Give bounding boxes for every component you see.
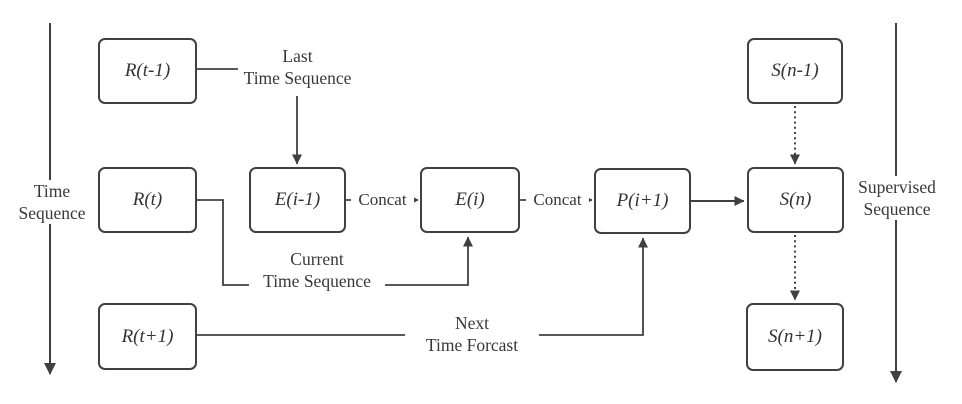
next-label-line1: Next bbox=[454, 313, 490, 333]
node-s-prev-label: S(n-1) bbox=[771, 60, 819, 81]
next-time-forecast-label: Next Time Forcast bbox=[405, 312, 539, 356]
concat-label-right: Concat bbox=[526, 189, 589, 210]
last-label-line2: Time Sequence bbox=[243, 68, 352, 88]
node-p-next-label: P(i+1) bbox=[616, 190, 669, 211]
time-axis-label-line2: Sequence bbox=[18, 203, 86, 223]
node-s-next-label: S(n+1) bbox=[768, 326, 822, 347]
rnext-to-pnext-arrow bbox=[197, 237, 648, 336]
node-r-next: R(t+1) bbox=[98, 303, 197, 370]
time-axis-label: Time Sequence bbox=[6, 180, 98, 224]
node-r-curr-label: R(t) bbox=[132, 189, 163, 210]
node-p-next: P(i+1) bbox=[594, 168, 691, 234]
node-r-next-label: R(t+1) bbox=[121, 325, 174, 347]
current-label-line1: Current bbox=[290, 249, 344, 269]
node-s-next: S(n+1) bbox=[746, 303, 844, 371]
node-e-curr-label: E(i) bbox=[455, 189, 485, 210]
node-r-prev: R(t-1) bbox=[98, 38, 197, 104]
rcurr-to-ecurr-arrow bbox=[197, 199, 473, 286]
current-time-sequence-label: Current Time Sequence bbox=[249, 248, 385, 292]
node-s-curr-label: S(n) bbox=[779, 189, 812, 210]
supervised-axis-label-line1: Supervised bbox=[858, 177, 936, 197]
node-e-curr: E(i) bbox=[420, 167, 520, 233]
node-r-prev-label: R(t-1) bbox=[124, 60, 171, 81]
supervised-axis-label: Supervised Sequence bbox=[845, 176, 949, 220]
current-label-line2: Time Sequence bbox=[263, 271, 371, 291]
time-axis-label-line1: Time bbox=[33, 181, 71, 201]
concat-label-left: Concat bbox=[351, 189, 414, 210]
last-label-line1: Last bbox=[282, 46, 313, 66]
supervised-axis-label-line2: Sequence bbox=[863, 199, 931, 219]
next-label-line2: Time Forcast bbox=[425, 335, 519, 355]
node-s-curr: S(n) bbox=[747, 167, 844, 233]
node-e-prev: E(i-1) bbox=[249, 167, 346, 233]
node-e-prev-label: E(i-1) bbox=[274, 189, 321, 210]
node-s-prev: S(n-1) bbox=[747, 38, 843, 104]
last-time-sequence-label: Last Time Sequence bbox=[235, 45, 360, 89]
node-r-curr: R(t) bbox=[98, 167, 197, 233]
